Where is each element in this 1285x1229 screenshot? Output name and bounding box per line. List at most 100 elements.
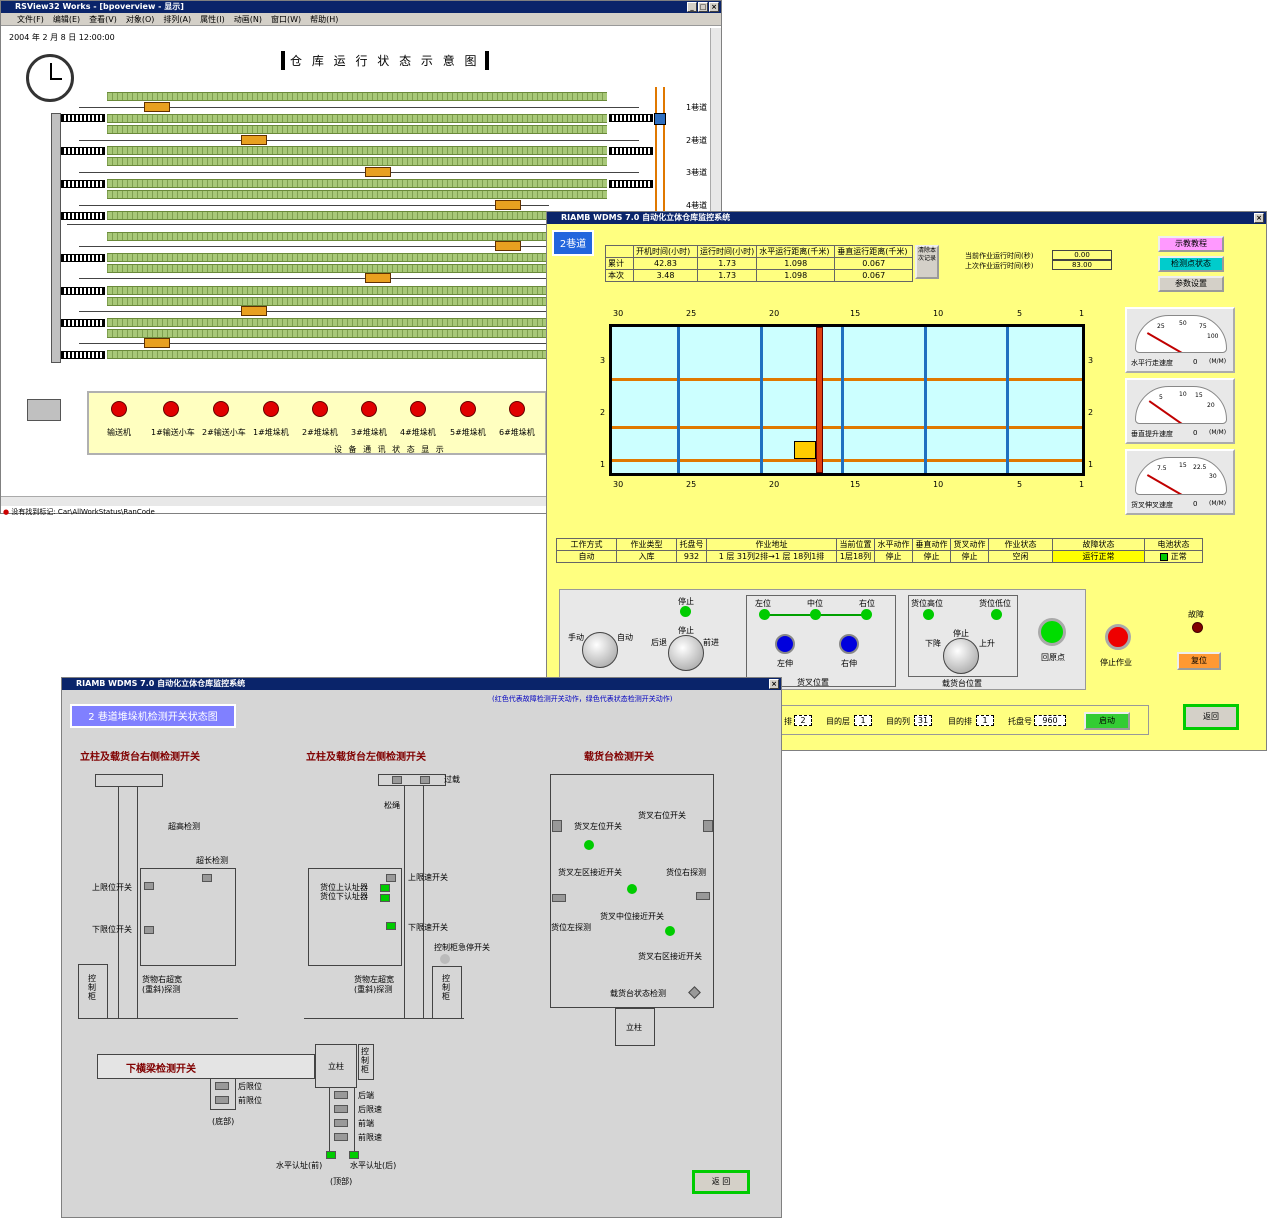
- stacker-car[interactable]: [144, 102, 170, 112]
- menu-arrange[interactable]: 排列(A): [163, 15, 192, 24]
- gauge-label: 垂直提升速度: [1131, 430, 1173, 438]
- clear-record-button[interactable]: 清除本次记录: [915, 245, 939, 279]
- stacker-carriage[interactable]: [794, 441, 816, 459]
- shelf-line: [612, 378, 1082, 381]
- stacker-car[interactable]: [241, 135, 267, 145]
- right-conveyor-car[interactable]: [654, 113, 666, 125]
- stacker-car[interactable]: [495, 241, 521, 251]
- op-time-value: 0.00: [1052, 250, 1112, 260]
- detection-titlebar[interactable]: RIAMB WDMS 7.0 自动化立体仓库监控系统 ×: [62, 678, 781, 690]
- menu-window[interactable]: 窗口(W): [270, 15, 302, 24]
- mid-zone-label: 货叉中位接近开关: [600, 912, 664, 921]
- gauge-scale: 7.5: [1157, 465, 1167, 472]
- mode-switch[interactable]: [582, 632, 618, 668]
- home-button[interactable]: [1038, 618, 1066, 646]
- layer-label: 目的层: [826, 717, 850, 726]
- column-line: [1006, 327, 1009, 473]
- menu-object[interactable]: 对象(O): [125, 15, 155, 24]
- fork-left-label: 左位: [755, 599, 771, 608]
- overload-label: 过载: [444, 775, 460, 784]
- device-label: 1#堆垛机: [253, 428, 289, 437]
- stats-cell: 本次: [605, 269, 634, 282]
- stacker-car[interactable]: [365, 273, 391, 283]
- drow-input[interactable]: 1: [976, 715, 994, 726]
- row-label: 排: [784, 717, 792, 726]
- front-limit-switch: [215, 1096, 229, 1104]
- parameter-settings-button[interactable]: 参数设置: [1158, 276, 1224, 292]
- stats-cell: 1.098: [756, 269, 836, 282]
- rack-bin-grid: [609, 324, 1085, 476]
- rsview-titlebar[interactable]: RSView32 Works - [bpoverview - 显示] _□×: [1, 1, 721, 13]
- menu-help[interactable]: 帮助(H): [310, 15, 339, 24]
- conveyor-station: [61, 287, 105, 295]
- menu-bar: 文件(F) 编辑(E) 查看(V) 对象(O) 排列(A) 属性(I) 动画(N…: [1, 13, 721, 26]
- back-button[interactable]: 返 回: [692, 1170, 750, 1194]
- conveyor-station: [61, 254, 105, 262]
- device-label: 5#堆垛机: [450, 428, 486, 437]
- stats-cell: 1.73: [696, 257, 758, 270]
- bottom-label: (底部): [212, 1117, 235, 1126]
- monitor-titlebar[interactable]: RIAMB WDMS 7.0 自动化立体仓库监控系统 ×: [547, 212, 1266, 224]
- gauge-value: 0: [1193, 500, 1198, 508]
- back-button[interactable]: 返回: [1183, 704, 1239, 730]
- task-cell: 停止: [950, 550, 989, 563]
- stats-header: 垂直运行距离(千米): [834, 245, 914, 258]
- stop-job-button[interactable]: [1105, 624, 1131, 650]
- menu-animation[interactable]: 动画(N): [233, 15, 262, 24]
- column-line: [677, 327, 680, 473]
- stacker-car[interactable]: [144, 338, 170, 348]
- section-platform-title: 载货台检测开关: [584, 752, 654, 763]
- lift-switch[interactable]: [943, 638, 979, 674]
- fork-left-ext-button[interactable]: [775, 634, 795, 654]
- fork-left-indicator: [759, 609, 770, 620]
- platform-column: [615, 1008, 655, 1046]
- overload-switch: [420, 776, 430, 784]
- stacker-car[interactable]: [241, 306, 267, 316]
- travel-switch[interactable]: [668, 635, 704, 671]
- rack-row: [107, 190, 607, 199]
- window-title: RSView32 Works - [bpoverview - 显示]: [15, 2, 184, 11]
- stacker-car[interactable]: [365, 167, 391, 177]
- minimize-button[interactable]: _: [687, 2, 697, 12]
- travel-stop-label: 停止: [678, 626, 694, 635]
- menu-attribute[interactable]: 属性(I): [200, 15, 225, 24]
- layer-input[interactable]: 1: [854, 715, 872, 726]
- fork-right-ext-button[interactable]: [839, 634, 859, 654]
- menu-file[interactable]: 文件(F): [17, 15, 44, 24]
- gauge-value: 0: [1193, 429, 1198, 437]
- maximize-button[interactable]: □: [698, 2, 708, 12]
- legend-note: (红色代表故障检测开关动作，绿色代表状态检测开关动作): [492, 695, 673, 703]
- menu-view[interactable]: 查看(V): [89, 15, 117, 24]
- left-conveyor: [51, 113, 61, 363]
- upper-slow-label: 上限速开关: [408, 873, 448, 882]
- rack-row: [107, 297, 547, 306]
- close-button[interactable]: ×: [769, 679, 779, 689]
- op-time-label: 当前作业运行时间(秒): [965, 252, 1034, 260]
- lane-label: 1巷道: [686, 103, 708, 112]
- stats-cell: 3.48: [633, 269, 698, 282]
- stacker-mast[interactable]: [816, 327, 823, 473]
- rear-end-label: 后端: [358, 1091, 374, 1100]
- gauge-scale: 15: [1179, 462, 1187, 469]
- horizontal-scrollbar[interactable]: [1, 496, 710, 506]
- stacker-car[interactable]: [495, 200, 521, 210]
- task-cell: 入库: [616, 550, 677, 563]
- pallet-feeder: [27, 399, 61, 421]
- battery-status: 正常: [1170, 552, 1187, 561]
- pallet-input[interactable]: 960: [1034, 715, 1066, 726]
- device-led: [509, 401, 525, 417]
- close-button[interactable]: ×: [1254, 213, 1264, 223]
- conveyor-station: [61, 212, 105, 220]
- conveyor-station: [609, 147, 653, 155]
- check-point-status-button[interactable]: 检测点状态: [1158, 256, 1224, 272]
- teach-tutorial-button[interactable]: 示教教程: [1158, 236, 1224, 252]
- travel-forward-label: 前进: [703, 638, 719, 647]
- row-input[interactable]: 2: [794, 715, 812, 726]
- gauge-scale: 100: [1207, 333, 1219, 340]
- menu-edit[interactable]: 编辑(E): [52, 15, 81, 24]
- close-button[interactable]: ×: [709, 2, 719, 12]
- reset-button[interactable]: 复位: [1177, 652, 1221, 670]
- col-input[interactable]: 31: [914, 715, 932, 726]
- rail-line: [67, 224, 547, 225]
- start-button[interactable]: 启动: [1084, 712, 1130, 730]
